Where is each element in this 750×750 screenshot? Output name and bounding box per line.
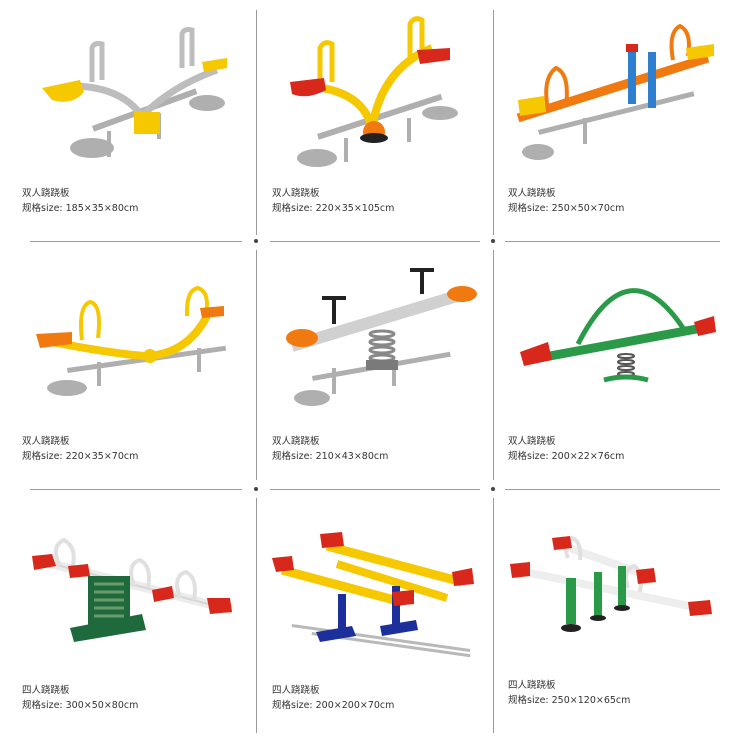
- two-seat-curve-seesaw-icon: [36, 285, 227, 396]
- product-name: 四人跷跷板: [508, 680, 556, 691]
- product-spec: 规格size: 250×120×65cm: [508, 695, 631, 706]
- product-name: 双人跷跷板: [508, 436, 556, 447]
- grid-divider: [493, 498, 494, 733]
- two-seat-hoop-seesaw-icon: [520, 288, 716, 383]
- product-card[interactable]: 双人跷跷板 规格size: 220×35×105cm: [272, 8, 502, 238]
- grid-dot: [254, 487, 258, 491]
- four-seat-post-seesaw-icon: [510, 535, 712, 632]
- product-spec: 规格size: 250×50×70cm: [508, 203, 625, 214]
- product-card[interactable]: 四人跷跷板 规格size: 250×120×65cm: [508, 506, 738, 736]
- product-spec: 规格size: 220×35×70cm: [22, 451, 139, 462]
- product-name: 四人跷跷板: [22, 685, 70, 696]
- product-name: 双人跷跷板: [22, 436, 70, 447]
- product-spec: 规格size: 200×200×70cm: [272, 700, 395, 711]
- product-name: 四人跷跷板: [272, 685, 320, 696]
- grid-divider: [270, 241, 480, 242]
- two-seat-post-seesaw-icon: [516, 23, 714, 160]
- product-name: 双人跷跷板: [272, 188, 320, 199]
- grid-dot: [254, 239, 258, 243]
- product-spec: 规格size: 185×35×80cm: [22, 203, 139, 214]
- two-seat-spring-seesaw-icon: [286, 268, 477, 406]
- product-card[interactable]: 双人跷跷板 规格size: 200×22×76cm: [508, 256, 738, 486]
- grid-dot: [491, 239, 495, 243]
- grid-divider: [493, 10, 494, 235]
- product-name: 双人跷跷板: [272, 436, 320, 447]
- grid-divider: [493, 250, 494, 480]
- grid-divider: [256, 498, 257, 733]
- product-name: 双人跷跷板: [22, 188, 70, 199]
- two-seat-v-seesaw-icon: [290, 16, 458, 167]
- product-card[interactable]: 四人跷跷板 规格size: 300×50×80cm: [22, 506, 252, 736]
- grid-divider: [505, 241, 720, 242]
- product-spec: 规格size: 220×35×105cm: [272, 203, 395, 214]
- product-spec: 规格size: 300×50×80cm: [22, 700, 139, 711]
- grid-divider: [505, 489, 720, 490]
- grid-divider: [270, 489, 480, 490]
- grid-divider: [30, 489, 242, 490]
- product-card[interactable]: 双人跷跷板 规格size: 220×35×70cm: [22, 256, 252, 486]
- product-spec: 规格size: 200×22×76cm: [508, 451, 625, 462]
- product-card[interactable]: 双人跷跷板 规格size: 250×50×70cm: [508, 8, 738, 238]
- grid-divider: [256, 10, 257, 235]
- grid-divider: [30, 241, 242, 242]
- product-spec: 规格size: 210×43×80cm: [272, 451, 389, 462]
- two-seat-arch-seesaw-icon: [42, 27, 227, 158]
- grid-dot: [491, 487, 495, 491]
- grid-divider: [256, 250, 257, 480]
- product-card[interactable]: 双人跷跷板 规格size: 185×35×80cm: [22, 8, 252, 238]
- four-seat-cross-seesaw-icon: [272, 532, 474, 658]
- product-name: 双人跷跷板: [508, 188, 556, 199]
- product-card[interactable]: 双人跷跷板 规格size: 210×43×80cm: [272, 256, 502, 486]
- product-card[interactable]: 四人跷跷板 规格size: 200×200×70cm: [272, 506, 502, 736]
- four-seat-spring-seesaw-icon: [32, 537, 234, 642]
